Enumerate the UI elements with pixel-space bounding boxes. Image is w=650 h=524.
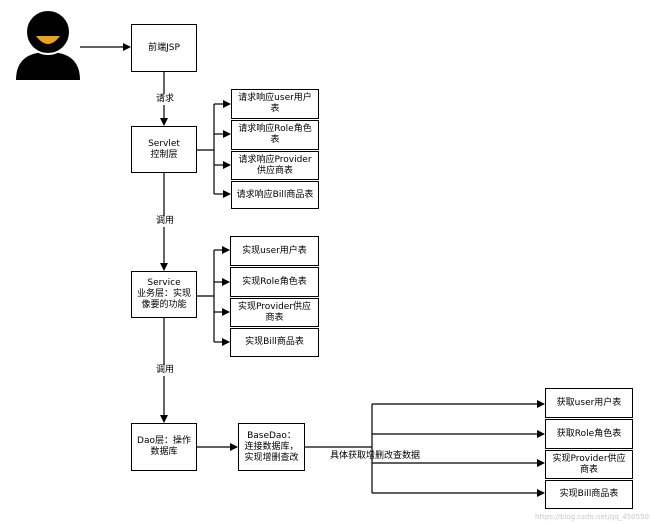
node-label: 连接数据库， [244,441,299,452]
node-label: 请求响应Provider [238,154,312,165]
node-frontend-jsp: 前端JSP [131,24,197,72]
node-label: Dao层：操作 [137,436,191,446]
node-label: 实现user用户表 [242,245,307,256]
node-label: Servlet [148,138,180,149]
watermark: https://blog.csdn.net/qq_45055058 [535,513,650,521]
service-branch-lines [196,246,230,346]
node-dao: Dao层：操作 数据库 [131,423,197,471]
node-label: 实现Role角色表 [242,276,307,287]
node-servlet: Servlet 控制层 [131,126,197,173]
node-servlet-provider: 请求响应Provider 供应商表 [231,151,319,180]
node-label: 请求响应Bill商品表 [236,189,314,200]
node-service-bill: 实现Bill商品表 [230,328,319,357]
node-label: 前端JSP [148,42,180,53]
node-label: 商表 [579,464,598,475]
edge-label-request: 请求 [155,94,176,105]
node-basedao: BaseDao： 连接数据库， 实现增删查改 [238,423,305,471]
node-label: Service [147,278,181,288]
node-label: 获取user用户表 [556,397,622,408]
node-label: BaseDao： [247,430,296,441]
node-get-role: 获取Role角色表 [545,419,633,449]
node-get-user: 获取user用户表 [545,388,633,418]
node-label: 供应商表 [256,165,293,176]
node-servlet-user: 请求响应user用户 表 [231,89,319,119]
node-label: 实现增删查改 [244,452,299,463]
node-servlet-bill: 请求响应Bill商品表 [231,181,319,209]
node-get-provider: 实现Provider供应 商表 [545,450,633,479]
node-label: 表 [270,104,280,114]
node-label: 商表 [265,312,284,323]
edge-label-fetch-crud: 具体获取增删改查数据 [330,451,421,461]
node-label: 请求响应Role角色 [238,124,312,134]
servlet-branch-lines [196,100,231,198]
user-avatar-icon [16,9,80,80]
node-label: 实现Provider供应 [237,301,312,312]
basedao-branch-lines [305,400,545,497]
node-service-user: 实现user用户表 [230,236,319,266]
node-label: 实现Bill商品表 [559,489,619,499]
node-label: 数据库 [150,447,178,457]
node-service-provider: 实现Provider供应 商表 [230,298,319,327]
edge-label-call-2: 调用 [155,365,176,376]
node-label: 获取Role角色表 [556,428,622,439]
node-label: 表 [270,135,280,145]
node-servlet-role: 请求响应Role角色 表 [231,120,319,150]
edge-label-call-1: 调用 [155,216,176,227]
node-label: 实现Bill商品表 [245,337,304,347]
node-label: 业务层：实现 [136,289,191,299]
node-service-role: 实现Role角色表 [230,267,319,297]
node-get-bill: 实现Bill商品表 [545,480,633,509]
node-label: 请求响应user用户 [238,93,312,103]
node-label: 实现Provider供应 [552,453,626,464]
node-label: 控制层 [150,149,178,160]
node-label: 像要的功能 [141,300,187,310]
node-service: Service 业务层：实现 像要的功能 [131,271,197,318]
